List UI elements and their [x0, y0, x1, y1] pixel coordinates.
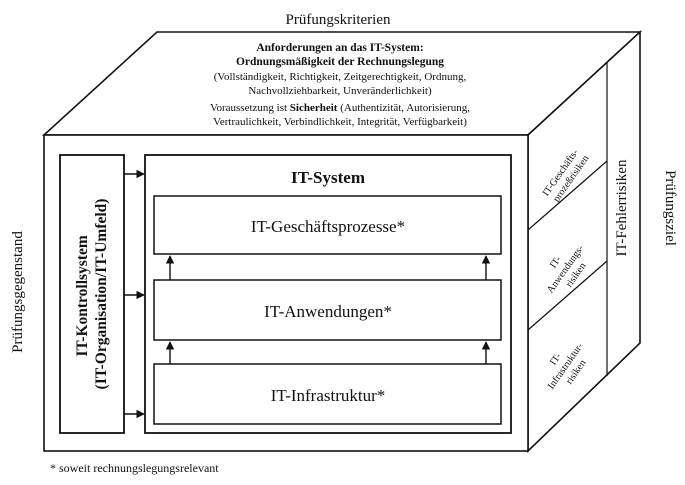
- layer-anwendungen-label: IT-Anwendungen*: [264, 302, 392, 321]
- it-system-title: IT-System: [291, 168, 365, 187]
- it-kontrollsystem-label: IT-Kontrollsystem (IT-Organisation/IT-Um…: [74, 199, 110, 390]
- label-pruefungsziel: Prüfungsziel: [662, 170, 678, 246]
- top-face-title-2: Ordnungsmäßigkeit der Rechnungslegung: [236, 56, 444, 68]
- layer-geschaeftsprozesse-label: IT-Geschäftsprozesse*: [251, 217, 405, 236]
- layer-anwendungen-box: [153, 279, 502, 341]
- top-face-line-6: Vertraulichkeit, Verbindlichkeit, Integr…: [213, 116, 467, 128]
- top-face-line-3: (Vollständigkeit, Richtigkeit, Zeitgerec…: [214, 71, 467, 83]
- right-face-divider-2: [527, 260, 608, 331]
- it-kontrollsystem-box: [59, 154, 125, 434]
- label-pruefungsgegenstand: Prüfungsgegenstand: [10, 231, 26, 353]
- label-pruefungskriterien: Prüfungskriterien: [286, 12, 391, 28]
- right-face-divider-1: [527, 160, 608, 231]
- top-face-line-4: Nachvollziehbarkeit, Unveränderlichkeit): [248, 85, 432, 97]
- layer-infrastruktur-box: [153, 363, 502, 425]
- label-it-fehlerrisiken: IT-Fehlerrisiken: [614, 159, 630, 256]
- layer-geschaeftsprozesse-box: [153, 195, 502, 255]
- footnote: * soweit rechnungslegungsrelevant: [50, 461, 219, 475]
- top-face-line-5: Voraussetzung ist Sicherheit (Authentizi…: [210, 102, 470, 114]
- top-face-title-1: Anforderungen an das IT-System:: [256, 42, 423, 54]
- layer-infrastruktur-label: IT-Infrastruktur*: [271, 386, 386, 405]
